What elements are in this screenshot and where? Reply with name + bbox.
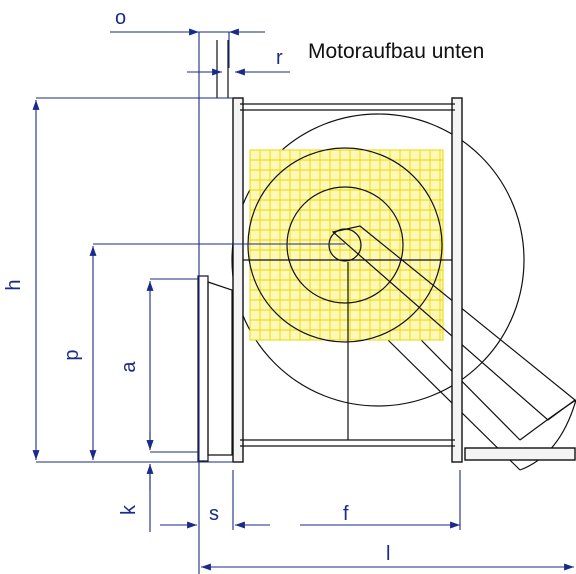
- inlet-grid: [249, 149, 444, 341]
- impeller: [240, 147, 576, 421]
- drawing-title: Motoraufbau unten: [308, 40, 484, 63]
- dim-label-a: a: [118, 361, 140, 373]
- dim-label-s: s: [209, 503, 219, 525]
- inlet-flange: [197, 40, 233, 462]
- dim-label-o: o: [115, 7, 126, 29]
- base-frame: [232, 97, 576, 463]
- dim-label-p: p: [61, 349, 83, 360]
- dim-label-r: r: [276, 47, 283, 69]
- dim-label-l: l: [386, 543, 390, 565]
- dim-label-k: k: [118, 504, 140, 515]
- dim-label-f: f: [343, 503, 349, 525]
- dimension-lines: [32, 28, 574, 574]
- dim-label-h: h: [3, 279, 25, 290]
